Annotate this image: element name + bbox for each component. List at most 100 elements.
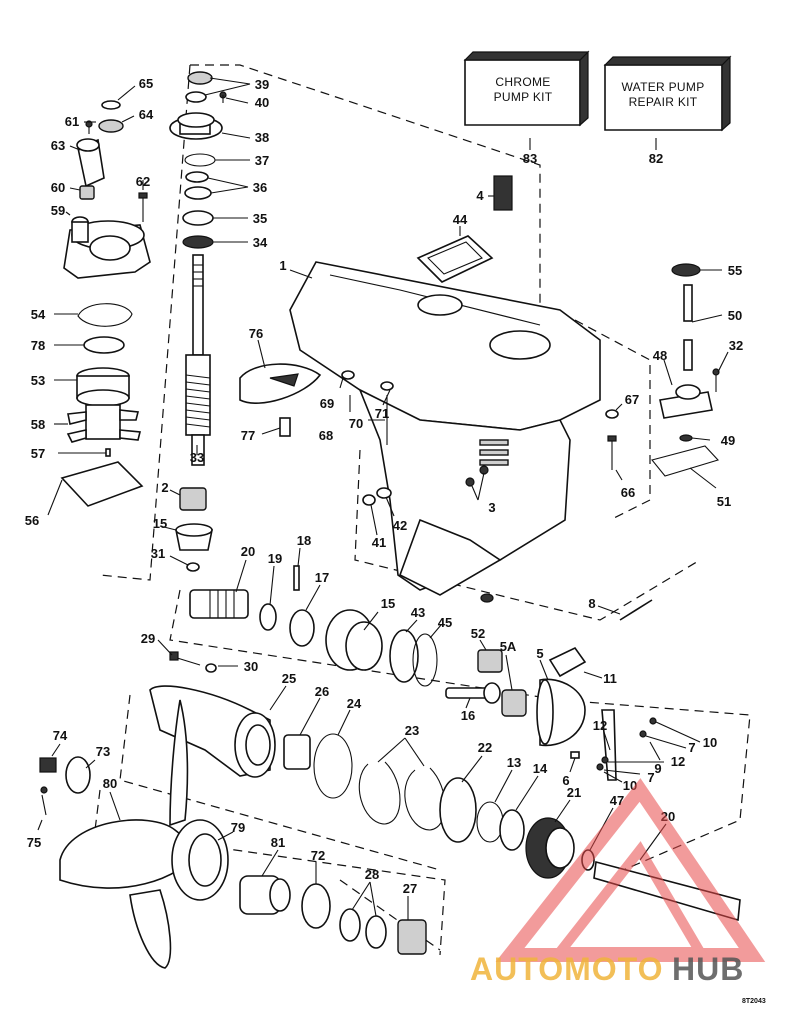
water-kit-line1: WATER PUMP bbox=[622, 80, 705, 94]
label-45: 45 bbox=[438, 615, 452, 630]
label-51: 51 bbox=[717, 494, 731, 509]
label-30: 30 bbox=[244, 659, 258, 674]
label-12-lower: 12 bbox=[671, 754, 685, 769]
label-58: 58 bbox=[31, 417, 45, 432]
label-29: 29 bbox=[141, 631, 155, 646]
watermark-text-b: HUB bbox=[672, 951, 744, 987]
label-75: 75 bbox=[27, 835, 41, 850]
shaft-spline bbox=[193, 264, 203, 287]
label-31: 31 bbox=[151, 546, 165, 561]
label-22: 22 bbox=[478, 740, 492, 755]
label-16: 16 bbox=[461, 708, 475, 723]
watermark-logo-icon bbox=[495, 778, 766, 962]
label-23: 23 bbox=[405, 723, 419, 738]
label-72: 72 bbox=[311, 848, 325, 863]
label-17: 17 bbox=[315, 570, 329, 585]
chrome-kit-line1: CHROME bbox=[495, 75, 550, 89]
label-36: 36 bbox=[253, 180, 267, 195]
label-76: 76 bbox=[249, 326, 263, 341]
gearcase-housing bbox=[239, 175, 601, 596]
water-kit-line2: REPAIR KIT bbox=[629, 95, 698, 109]
label-33: 33 bbox=[190, 450, 204, 465]
propeller-parts bbox=[39, 699, 427, 969]
label-56: 56 bbox=[25, 513, 39, 528]
label-7-upper: 7 bbox=[688, 740, 695, 755]
label-32: 32 bbox=[729, 338, 743, 353]
label-39: 39 bbox=[255, 77, 269, 92]
label-54: 54 bbox=[31, 307, 46, 322]
label-82: 82 bbox=[649, 151, 663, 166]
label-71: 71 bbox=[375, 406, 389, 421]
label-69: 69 bbox=[320, 396, 334, 411]
label-5: 5 bbox=[536, 646, 543, 661]
label-64: 64 bbox=[139, 107, 154, 122]
dashed-grouping-lines bbox=[94, 64, 751, 956]
label-68: 68 bbox=[319, 428, 333, 443]
label-10-upper: 10 bbox=[703, 735, 717, 750]
label-37: 37 bbox=[255, 153, 269, 168]
watermark-text-a: AUTOMOTO bbox=[470, 951, 663, 987]
label-77: 77 bbox=[241, 428, 255, 443]
impeller bbox=[66, 404, 142, 443]
label-3: 3 bbox=[488, 500, 495, 515]
label-55: 55 bbox=[728, 263, 742, 278]
label-73: 73 bbox=[96, 744, 110, 759]
label-5A: 5A bbox=[500, 639, 517, 654]
label-12-upper: 12 bbox=[593, 718, 607, 733]
label-62: 62 bbox=[136, 174, 150, 189]
label-20-upper: 20 bbox=[241, 544, 255, 559]
label-67: 67 bbox=[625, 392, 639, 407]
label-11: 11 bbox=[603, 671, 617, 686]
label-78: 78 bbox=[31, 338, 45, 353]
label-13: 13 bbox=[507, 755, 521, 770]
water-pump-repair-kit-box: WATER PUMP REPAIR KIT bbox=[603, 55, 732, 132]
leader-lines bbox=[37, 77, 729, 920]
label-38: 38 bbox=[255, 130, 269, 145]
label-74: 74 bbox=[53, 728, 68, 743]
label-28: 28 bbox=[365, 867, 379, 882]
label-49: 49 bbox=[721, 433, 735, 448]
label-65: 65 bbox=[139, 76, 153, 91]
drawing-code: 8T2043 bbox=[742, 998, 766, 1005]
label-42: 42 bbox=[393, 518, 407, 533]
label-48: 48 bbox=[653, 348, 667, 363]
label-1: 1 bbox=[279, 258, 286, 273]
label-50: 50 bbox=[728, 308, 742, 323]
label-9: 9 bbox=[654, 761, 661, 776]
water-pump-parts bbox=[60, 100, 151, 507]
shaft-thread bbox=[185, 374, 211, 428]
label-34: 34 bbox=[253, 235, 268, 250]
label-44: 44 bbox=[453, 212, 468, 227]
label-80: 80 bbox=[103, 776, 117, 791]
label-81: 81 bbox=[271, 835, 285, 850]
label-60: 60 bbox=[51, 180, 65, 195]
driveshaft-stack bbox=[169, 71, 227, 572]
water-tube-parts bbox=[341, 263, 720, 603]
label-40: 40 bbox=[255, 95, 269, 110]
label-7-lower: 7 bbox=[647, 770, 654, 785]
label-2: 2 bbox=[161, 480, 168, 495]
label-15-lower: 15 bbox=[381, 596, 395, 611]
label-35: 35 bbox=[253, 211, 267, 226]
label-63: 63 bbox=[51, 138, 65, 153]
label-70: 70 bbox=[349, 416, 363, 431]
label-14: 14 bbox=[533, 761, 548, 776]
forward-gear-parts bbox=[189, 565, 657, 781]
label-41: 41 bbox=[372, 535, 386, 550]
label-19: 19 bbox=[268, 551, 282, 566]
label-57: 57 bbox=[31, 446, 45, 461]
label-43: 43 bbox=[411, 605, 425, 620]
label-21: 21 bbox=[567, 785, 581, 800]
label-79: 79 bbox=[231, 820, 245, 835]
spline-lines bbox=[209, 590, 235, 618]
label-18: 18 bbox=[297, 533, 311, 548]
label-26: 26 bbox=[315, 684, 329, 699]
automotohub-watermark: AUTOMOTO HUB bbox=[470, 778, 766, 987]
label-59: 59 bbox=[51, 203, 65, 218]
label-8: 8 bbox=[588, 596, 595, 611]
label-52: 52 bbox=[471, 626, 485, 641]
label-66: 66 bbox=[621, 485, 635, 500]
label-4: 4 bbox=[476, 188, 484, 203]
